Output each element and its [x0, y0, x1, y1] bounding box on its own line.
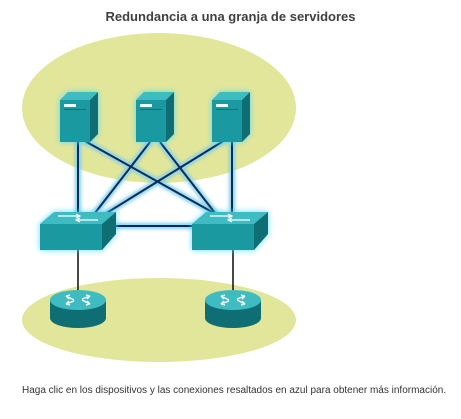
switch-left[interactable] [40, 212, 116, 250]
router-icon [65, 294, 91, 306]
redundant-links[interactable] [75, 137, 235, 229]
link-server2-switch-left[interactable] [87, 141, 151, 223]
link-server1-switch-right[interactable] [82, 139, 231, 223]
router-right [205, 290, 261, 328]
server-1[interactable] [60, 92, 98, 142]
router-icon [220, 294, 246, 306]
switch-right[interactable] [192, 212, 268, 250]
link-server2-switch-right[interactable] [159, 141, 223, 223]
link-server3-switch-left[interactable] [91, 139, 226, 223]
instruction-caption: Haga clic en los dispositivos y las cone… [22, 385, 447, 396]
switch-icon [58, 213, 98, 223]
server-icon [64, 104, 76, 107]
server-2[interactable] [136, 92, 174, 142]
server-icon [216, 104, 228, 107]
server-3[interactable] [212, 92, 250, 142]
switch-icon [210, 213, 250, 223]
router-left [50, 290, 106, 328]
page-title: Redundancia a una granja de servidores [105, 9, 356, 24]
server-icon [140, 104, 152, 107]
